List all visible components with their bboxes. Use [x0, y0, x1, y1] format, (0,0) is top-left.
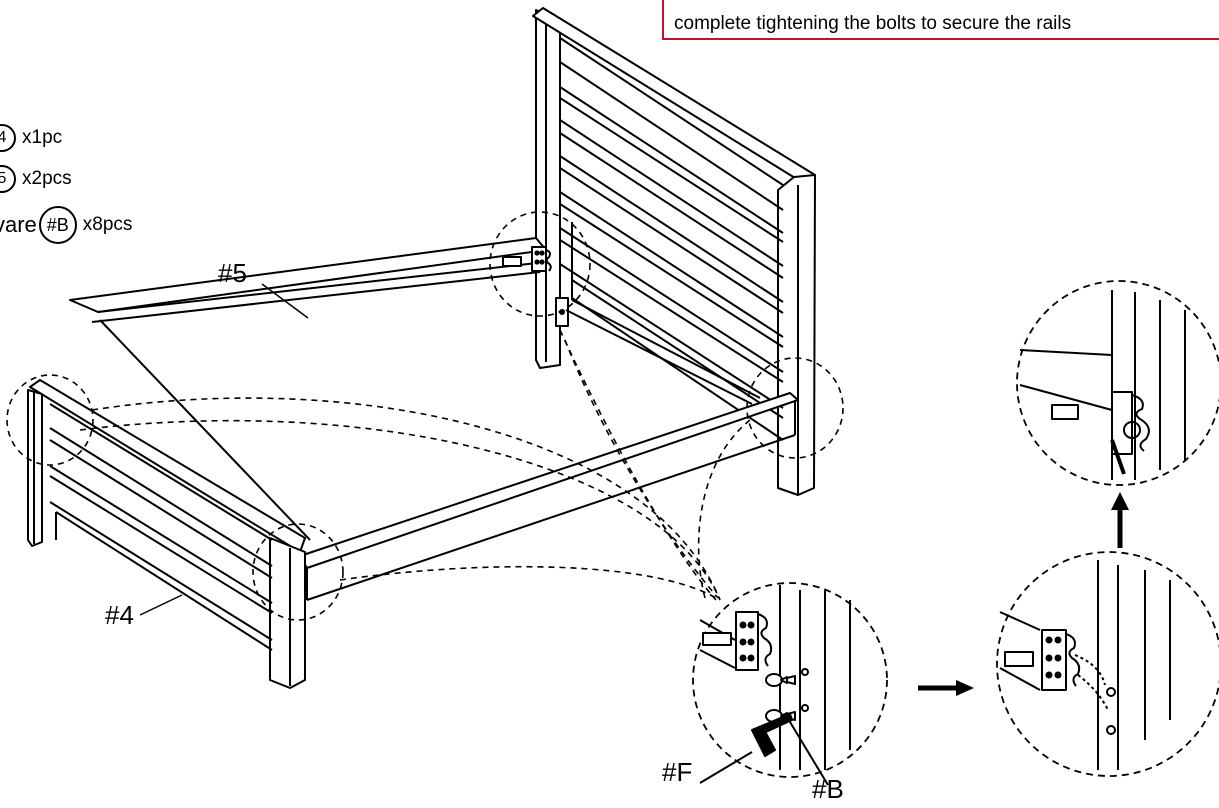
part-row-side-rail: 5 x2pcs	[0, 165, 72, 193]
side-rail	[69, 237, 569, 327]
headboard	[532, 7, 816, 496]
part-qty: x8pcs	[82, 214, 133, 235]
detail-bolts-inserted	[996, 551, 1219, 777]
detail-insert-hardware	[692, 582, 888, 786]
label-side-rail: #5	[218, 258, 247, 288]
arrow-up-icon	[1111, 492, 1129, 548]
part-row-footboard: 4 x1pc	[0, 124, 62, 152]
part-row-hardware: vare #B x8pcs	[0, 206, 132, 244]
label-footboard: #4	[105, 600, 134, 630]
instruction-callout: complete tightening the bolts to secure …	[662, 0, 1219, 40]
leader-footboard	[139, 594, 183, 616]
instruction-text: complete tightening the bolts to secure …	[674, 13, 1072, 34]
detail-tightened	[1016, 280, 1219, 486]
front-rail	[99, 299, 799, 601]
part-badge: #B	[38, 206, 77, 244]
callout-circles	[6, 211, 844, 621]
hex-key-icon	[751, 713, 793, 757]
arrow-right-icon	[918, 680, 974, 696]
part-qty: x2pcs	[22, 168, 72, 189]
part-badge: 5	[0, 165, 16, 193]
label-bolt: #B	[812, 774, 844, 804]
part-qty: x1pc	[22, 127, 63, 148]
part-badge: 4	[0, 124, 16, 152]
leader-side-rail	[261, 283, 309, 319]
label-wrench: #F	[662, 757, 693, 787]
footboard	[27, 379, 306, 689]
part-prefix: vare	[0, 212, 37, 237]
